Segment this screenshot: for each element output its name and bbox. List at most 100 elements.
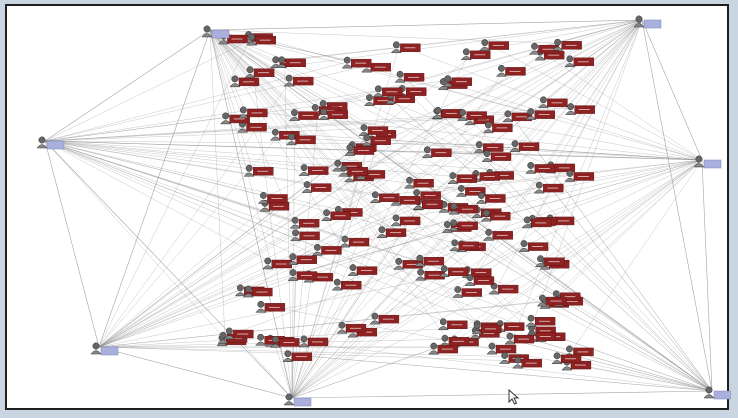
leaf-node[interactable] <box>438 265 469 278</box>
leaf-node[interactable] <box>551 352 582 365</box>
leaf-node[interactable] <box>369 191 400 203</box>
hub-node[interactable] <box>283 393 312 407</box>
hub-node[interactable] <box>693 155 722 169</box>
hub-node[interactable] <box>90 342 119 356</box>
leaf-node[interactable] <box>488 282 519 295</box>
leaf-node[interactable] <box>481 150 512 162</box>
leaf-node[interactable] <box>257 192 288 204</box>
leaf-node[interactable] <box>512 356 543 369</box>
hub-node[interactable] <box>633 15 662 29</box>
leaf-node[interactable] <box>537 96 568 109</box>
leaf-node[interactable] <box>372 85 403 98</box>
leaf-node[interactable] <box>344 144 375 156</box>
leaf-node[interactable] <box>276 56 306 69</box>
leaf-node[interactable] <box>286 133 316 146</box>
leaf-node[interactable] <box>482 121 513 134</box>
leaf-node[interactable] <box>361 134 391 147</box>
leaf-node[interactable] <box>394 70 425 83</box>
leaf-node[interactable] <box>301 181 332 193</box>
leaf-node[interactable] <box>564 170 595 182</box>
leaf-node[interactable] <box>390 214 421 227</box>
leaf-node[interactable] <box>269 128 300 141</box>
leaf-node[interactable] <box>243 164 274 177</box>
leaf-node[interactable] <box>552 38 582 51</box>
leaf-node[interactable] <box>525 108 555 120</box>
leaf-node[interactable] <box>393 257 423 270</box>
leaf-node[interactable] <box>282 350 313 362</box>
leaf-node[interactable] <box>452 286 483 298</box>
leaf-node[interactable] <box>421 146 452 158</box>
hub-node[interactable] <box>201 25 230 39</box>
leaf-node[interactable] <box>283 74 314 87</box>
leaf-node[interactable] <box>369 312 400 325</box>
leaf-node[interactable] <box>533 181 564 194</box>
leaf-node[interactable] <box>298 164 329 176</box>
leaf-node[interactable] <box>486 342 517 355</box>
leaf-node[interactable] <box>331 278 362 291</box>
leaf-node[interactable] <box>448 219 478 232</box>
leaf-node[interactable] <box>262 257 292 270</box>
leaf-node[interactable] <box>432 106 463 119</box>
leaf-node[interactable] <box>246 33 276 46</box>
leaf-node[interactable] <box>217 331 248 344</box>
leaf-node[interactable] <box>341 56 372 69</box>
leaf-node[interactable] <box>483 228 513 241</box>
leaf-node[interactable] <box>242 285 273 298</box>
leaf-node[interactable] <box>457 109 487 121</box>
leaf-node[interactable] <box>255 300 286 313</box>
leaf-node[interactable] <box>311 243 342 256</box>
leaf-node[interactable] <box>518 240 549 252</box>
leaf-node[interactable] <box>455 184 486 197</box>
leaf-node[interactable] <box>287 269 318 281</box>
leaf-node[interactable] <box>339 235 370 248</box>
leaf-node[interactable] <box>536 294 567 307</box>
leaf-node[interactable] <box>244 66 275 78</box>
leaf-node[interactable] <box>479 39 510 51</box>
edge <box>263 305 713 392</box>
leaf-node[interactable] <box>364 94 394 106</box>
leaf-node[interactable] <box>475 192 506 204</box>
leaf-node[interactable] <box>565 103 595 115</box>
hub-node[interactable] <box>36 136 65 150</box>
leaf-node[interactable] <box>298 335 329 348</box>
leaf-node[interactable] <box>287 253 317 265</box>
leaf-node[interactable] <box>415 268 445 281</box>
leaf-node[interactable] <box>442 75 473 87</box>
network-graph[interactable] <box>7 6 731 412</box>
leaf-node[interactable] <box>414 254 445 267</box>
leaf-node[interactable] <box>449 239 479 252</box>
leaf-node[interactable] <box>321 209 351 222</box>
leaf-node[interactable] <box>564 55 595 68</box>
leaf-node[interactable] <box>404 176 434 189</box>
leaf-node[interactable] <box>447 172 478 184</box>
leaf-node[interactable] <box>376 226 407 238</box>
leaf-node[interactable] <box>237 106 268 119</box>
leaf-node[interactable] <box>338 164 369 177</box>
leaf-node[interactable] <box>535 255 565 267</box>
leaf-node[interactable] <box>390 41 421 54</box>
leaf-node[interactable] <box>473 141 504 153</box>
leaf-node[interactable] <box>529 42 559 55</box>
leaf-node[interactable] <box>290 229 320 242</box>
leaf-node[interactable] <box>448 202 479 215</box>
leaf-node[interactable] <box>521 216 552 229</box>
leaf-node[interactable] <box>347 264 378 276</box>
leaf-node[interactable] <box>288 109 319 121</box>
leaf-node[interactable] <box>504 332 535 345</box>
hub-node[interactable] <box>703 386 731 400</box>
leaf-node[interactable] <box>525 314 556 327</box>
leaf-node[interactable] <box>336 321 367 334</box>
leaf-node[interactable] <box>428 342 458 355</box>
leaf-node[interactable] <box>495 64 526 77</box>
leaf-node[interactable] <box>223 327 254 340</box>
leaf-node[interactable] <box>269 335 300 348</box>
leaf-node[interactable] <box>220 112 250 125</box>
leaf-node[interactable] <box>318 108 349 121</box>
leaf-node[interactable] <box>480 209 511 222</box>
leaf-node[interactable] <box>471 322 502 335</box>
leaf-node[interactable] <box>229 75 260 88</box>
leaf-node[interactable] <box>509 140 540 152</box>
leaf-node[interactable] <box>289 216 320 229</box>
leaf-node[interactable] <box>437 318 468 331</box>
leaf-node[interactable] <box>525 161 555 174</box>
